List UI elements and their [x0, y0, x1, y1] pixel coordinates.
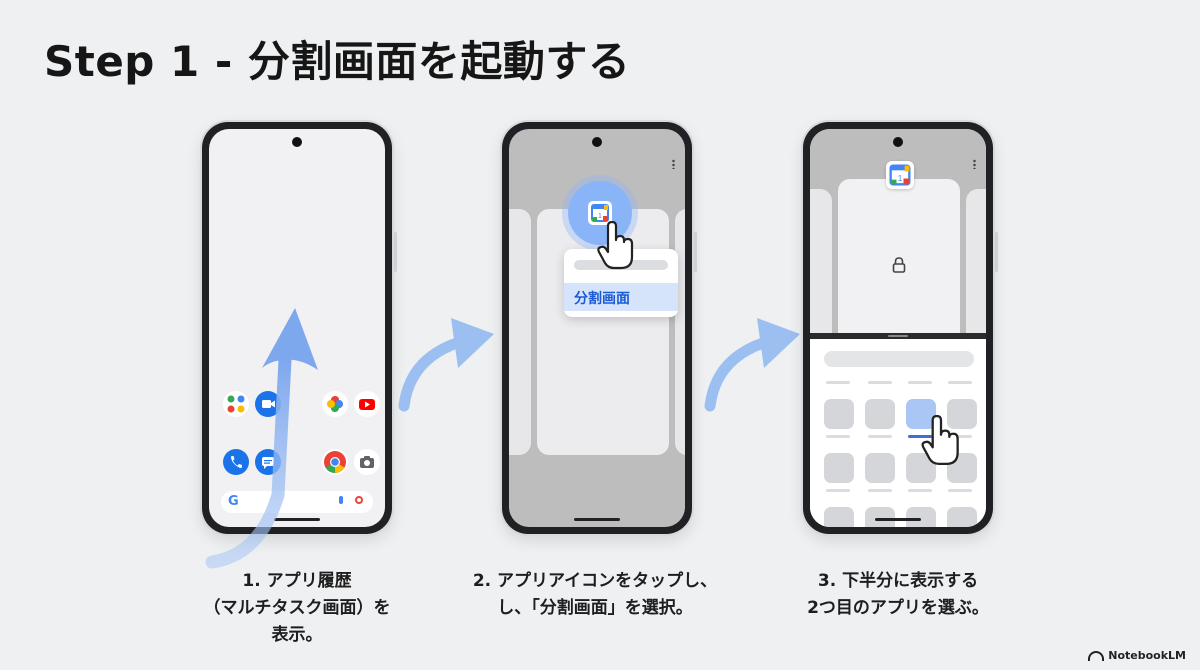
- app-tile[interactable]: [824, 507, 854, 527]
- gesture-handle: [875, 518, 921, 521]
- phone-step-2: 1 分割画面: [502, 122, 697, 534]
- app-search-bar[interactable]: [824, 351, 974, 367]
- phone-step-1: G: [202, 122, 397, 534]
- camera-icon[interactable]: [354, 449, 380, 475]
- overflow-menu-icon[interactable]: [973, 159, 976, 169]
- recent-card-left[interactable]: [810, 189, 832, 333]
- page-title: Step 1 - 分割画面を起動する: [44, 37, 631, 86]
- app-tile[interactable]: [865, 399, 895, 429]
- chrome-icon[interactable]: [322, 449, 348, 475]
- bottom-half-app-picker: [810, 339, 986, 527]
- tap-hand-icon: [921, 415, 959, 466]
- step-3-caption: 3. 下半分に表示する 2つ目のアプリを選ぶ。: [807, 571, 989, 618]
- next-step-arrow-1: [398, 318, 494, 412]
- split-divider[interactable]: [810, 333, 986, 339]
- front-camera: [292, 137, 302, 147]
- step-2-caption: 2. アプリアイコンをタップし、 し、「分割画面」を選択。: [472, 571, 718, 618]
- recent-card-left[interactable]: [509, 209, 531, 455]
- recents-screen: 1 分割画面: [509, 129, 685, 527]
- lens-icon[interactable]: [355, 496, 363, 504]
- app-tile[interactable]: [824, 453, 854, 483]
- gesture-handle: [574, 518, 620, 521]
- svg-text:1: 1: [598, 213, 602, 220]
- youtube-icon[interactable]: [354, 391, 380, 417]
- app-tile[interactable]: [947, 399, 977, 429]
- lock-icon: [892, 257, 906, 273]
- step-1-caption: 1. アプリ履歴 （マルチタスク画面）を 表示。: [203, 571, 391, 645]
- mic-icon[interactable]: [339, 496, 343, 504]
- top-half: 1: [810, 129, 986, 333]
- overflow-menu-icon[interactable]: [672, 159, 675, 169]
- photos-icon[interactable]: [322, 391, 348, 417]
- recent-card-right[interactable]: [675, 209, 685, 455]
- brand-logo: NotebookLM: [1088, 649, 1186, 662]
- phone-icon[interactable]: [223, 449, 249, 475]
- calendar-icon: 1: [588, 201, 612, 225]
- search-bar[interactable]: G: [221, 491, 373, 513]
- split-screen: 1: [810, 129, 986, 527]
- app-tile[interactable]: [906, 507, 936, 527]
- app-tile[interactable]: [865, 453, 895, 483]
- phone-step-3: 1: [803, 122, 998, 534]
- split-screen-menu-item[interactable]: 分割画面: [564, 283, 678, 311]
- app-folder-icon[interactable]: [223, 391, 249, 417]
- gesture-handle: [274, 518, 320, 521]
- split-screen-label: 分割画面: [574, 291, 630, 307]
- calendar-icon: 1: [886, 161, 914, 189]
- app-tile[interactable]: [947, 507, 977, 527]
- app-tile[interactable]: [865, 507, 895, 527]
- recent-card-right[interactable]: [966, 189, 986, 333]
- app-tile-selected[interactable]: [906, 399, 936, 429]
- app-tile[interactable]: [824, 399, 854, 429]
- front-camera: [592, 137, 602, 147]
- swipe-up-arrow: [205, 308, 318, 569]
- front-camera: [893, 137, 903, 147]
- app-icon-highlight[interactable]: 1: [568, 181, 632, 245]
- tap-hand-icon: [597, 221, 634, 270]
- recent-card-center[interactable]: [838, 179, 960, 333]
- next-step-arrow-2: [704, 318, 800, 412]
- svg-text:1: 1: [898, 174, 903, 183]
- notebooklm-icon: [1088, 651, 1105, 661]
- home-screen: G: [209, 129, 385, 527]
- google-g-icon: G: [228, 494, 239, 509]
